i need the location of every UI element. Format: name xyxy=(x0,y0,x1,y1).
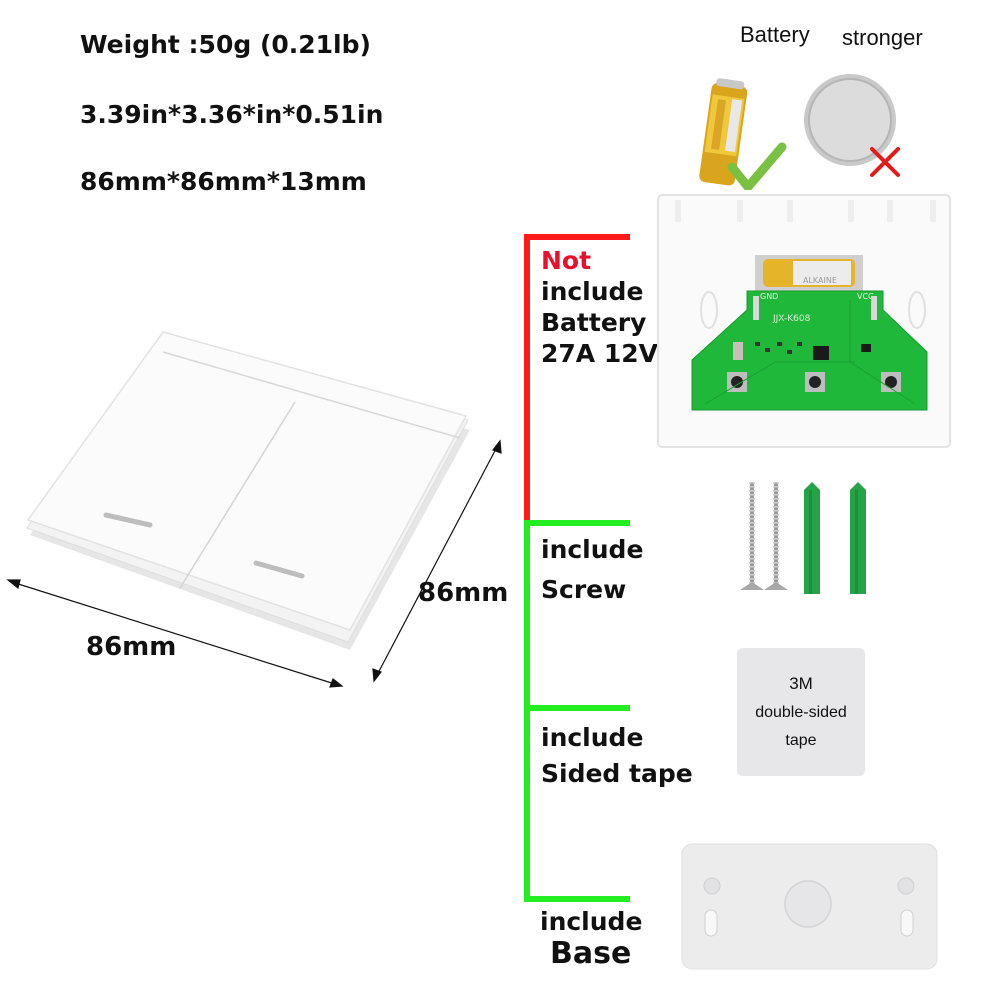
label-line: include xyxy=(541,277,644,306)
label-line: Base xyxy=(550,936,632,971)
battery-caption-right: stronger xyxy=(842,25,923,50)
not-included-bracket-vertical xyxy=(524,234,530,524)
label-line: Screw xyxy=(541,575,627,604)
cylinder-battery-icon xyxy=(699,78,748,186)
base-bracket-tick xyxy=(524,896,630,902)
label-line: include xyxy=(541,535,644,564)
screw-included-label: include Screw xyxy=(541,530,643,610)
inch-dimensions-spec: 3.39in*3.36*in*0.51in xyxy=(80,100,384,129)
battery-not-included-label: Not include Battery 27A 12V xyxy=(541,245,658,369)
label-line: 27A 12V xyxy=(541,339,658,368)
pcb-button-right xyxy=(881,372,901,392)
height-dimension-arrow xyxy=(372,439,502,683)
pcb-vcc-label: VCC xyxy=(857,292,874,301)
screw-icon xyxy=(764,482,788,590)
pcb-button-left xyxy=(727,372,747,392)
not-included-bracket-top xyxy=(524,234,630,240)
battery-comparison-illustration xyxy=(699,74,900,190)
label-line: include xyxy=(541,723,644,752)
left-button-indicator xyxy=(103,512,153,528)
screw-icon xyxy=(740,482,764,590)
check-icon xyxy=(727,142,787,190)
right-button-indicator xyxy=(253,560,305,579)
label-line: Sided tape xyxy=(541,759,693,788)
tape-brand: 3M xyxy=(789,674,813,693)
tape-bracket-tick xyxy=(524,705,630,711)
wall-switch-illustration xyxy=(6,331,502,688)
pcb-button-middle xyxy=(805,372,825,392)
width-dimension-arrow xyxy=(6,579,344,688)
mm-dimensions-spec: 86mm*86mm*13mm xyxy=(80,167,367,196)
included-bracket-vertical xyxy=(524,520,530,902)
tape-included-label: include Sided tape xyxy=(541,720,693,792)
screws-and-anchors-illustration xyxy=(740,482,866,594)
coin-battery-icon xyxy=(804,74,896,166)
double-sided-tape-illustration: 3M double-sided tape xyxy=(737,648,865,776)
width-dimension-label: 86mm xyxy=(86,632,177,662)
cross-icon xyxy=(870,147,900,177)
back-cover-pcb-illustration: ALKAINE GND VCC JJX-K608 xyxy=(657,194,951,448)
label-line: include xyxy=(540,907,643,936)
height-dimension-label: 86mm xyxy=(418,578,509,608)
button-divider xyxy=(179,401,296,589)
mounting-base-illustration xyxy=(681,843,938,970)
wall-anchor-icon xyxy=(804,482,820,594)
screw-bracket-tick xyxy=(524,520,630,526)
label-line: Battery xyxy=(541,308,647,337)
pcb-model-label: JJX-K608 xyxy=(772,314,811,324)
tape-type: double-sided xyxy=(755,704,847,721)
wall-anchor-icon xyxy=(850,482,866,594)
base-included-label: include Base xyxy=(540,906,642,970)
tape-word: tape xyxy=(785,732,817,749)
battery-caption-left: Battery xyxy=(740,22,810,47)
weight-spec: Weight :50g (0.21lb) xyxy=(80,30,371,59)
pcb-gnd-label: GND xyxy=(760,292,778,301)
pcb-battery-text: ALKAINE xyxy=(803,276,837,285)
not-text: Not xyxy=(541,246,592,275)
